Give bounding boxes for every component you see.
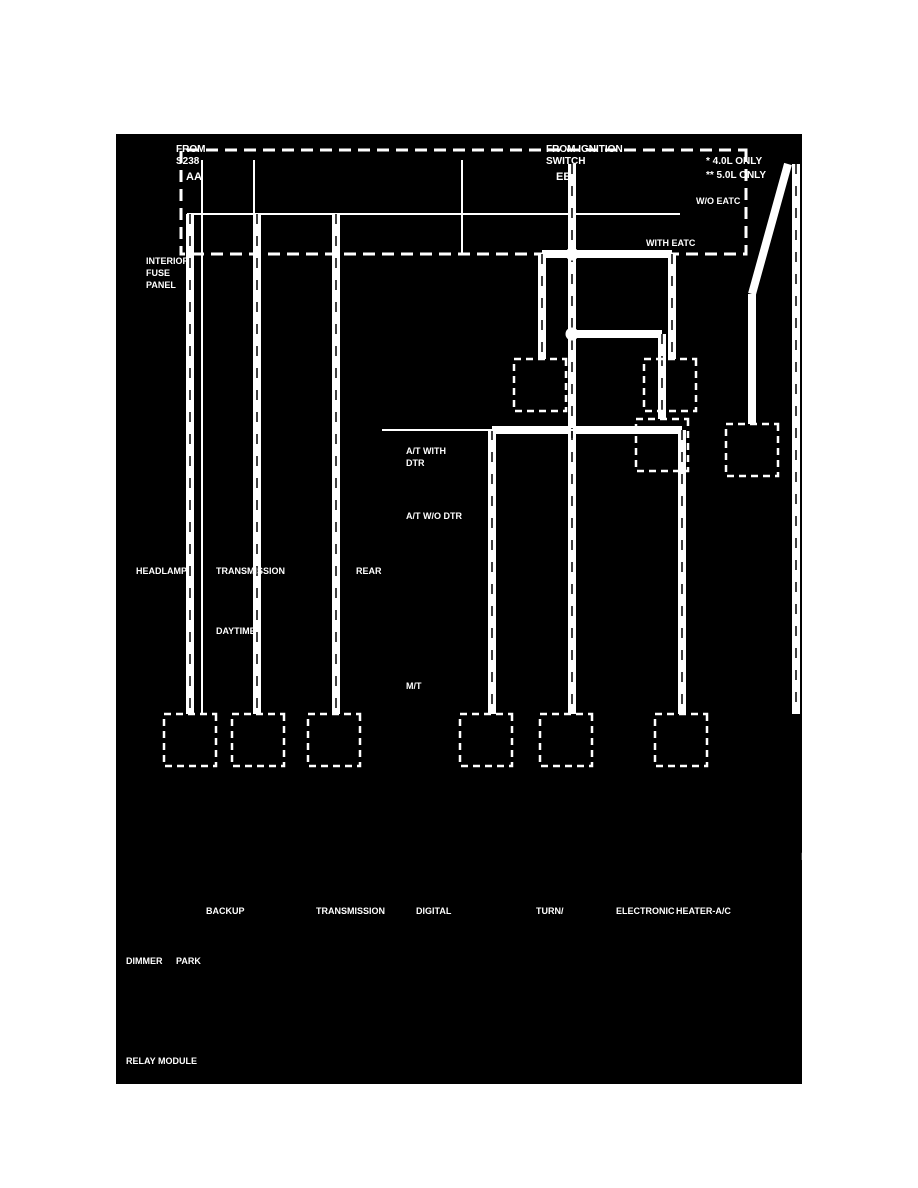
drl-box <box>634 417 690 473</box>
component-tcs: TRANSMISSION <box>216 566 285 576</box>
branch-with-eatc: WITH EATC <box>646 238 696 248</box>
component-headlamp: HEADLAMP <box>136 566 187 576</box>
component-drl: DAYTIME <box>216 626 256 636</box>
source-aa-badge: AA <box>186 171 202 183</box>
legend-50l: ** 5.0L ONLY <box>706 170 766 181</box>
source-s238-label2: S238 <box>176 156 200 167</box>
headlamp-box <box>724 422 780 478</box>
fuse-panel-label3: PANEL <box>146 280 176 290</box>
splice-s112-dot <box>565 247 579 261</box>
component-boxes <box>162 357 802 866</box>
component-relay-module: RELAY MODULE <box>126 1056 197 1066</box>
tcs-box <box>642 357 698 413</box>
branch-at-with-dtr-2: DTR <box>406 458 425 468</box>
wiring-diagram: * 4.0L ONLY ** 5.0L ONLY FROM IGNITION S… <box>116 134 802 1084</box>
branch-at-with-dtr: A/T WITH <box>406 446 446 456</box>
defrost-box <box>512 357 568 413</box>
component-tr: TRANSMISSION <box>316 906 385 916</box>
wire-hash-marks <box>189 164 797 714</box>
dtr-box <box>458 712 514 768</box>
flasher-box <box>306 712 362 768</box>
source-s238-label: FROM <box>176 144 205 155</box>
fuse-panel-label1: INTERIOR <box>146 256 190 266</box>
eatc-box <box>230 712 286 768</box>
legend-40l: * 4.0L ONLY <box>706 156 762 167</box>
source-ignition-label2: SWITCH <box>546 156 585 167</box>
source-ee-badge: EE <box>556 171 571 183</box>
fuse-panel-label2: FUSE <box>146 268 170 278</box>
tr-box <box>538 712 594 768</box>
wire-195-headlamp <box>748 162 792 296</box>
component-defrost: REAR <box>356 566 382 576</box>
component-heater-ac: HEATER-A/C <box>676 906 731 916</box>
component-flasher: TURN/ <box>536 906 564 916</box>
fuse-panel-outline <box>179 148 748 256</box>
heater-box <box>162 712 218 768</box>
branch-at-wo-dtr: A/T W/O DTR <box>406 511 462 521</box>
splice-s115-dot <box>565 327 579 341</box>
component-park: PARK <box>176 956 201 966</box>
source-ignition-label: FROM IGNITION <box>546 144 623 155</box>
branch-mt: M/T <box>406 681 422 691</box>
component-dtr: DIGITAL <box>416 906 452 916</box>
text-layer: * 4.0L ONLY ** 5.0L ONLY FROM IGNITION S… <box>126 144 766 1066</box>
component-eatc: ELECTRONIC <box>616 906 675 916</box>
component-dimmer: DIMMER <box>126 956 163 966</box>
backup-box <box>653 712 709 768</box>
component-backup: BACKUP <box>206 906 245 916</box>
thick-wires <box>186 162 800 714</box>
branch-wo-eatc: W/O EATC <box>696 196 741 206</box>
